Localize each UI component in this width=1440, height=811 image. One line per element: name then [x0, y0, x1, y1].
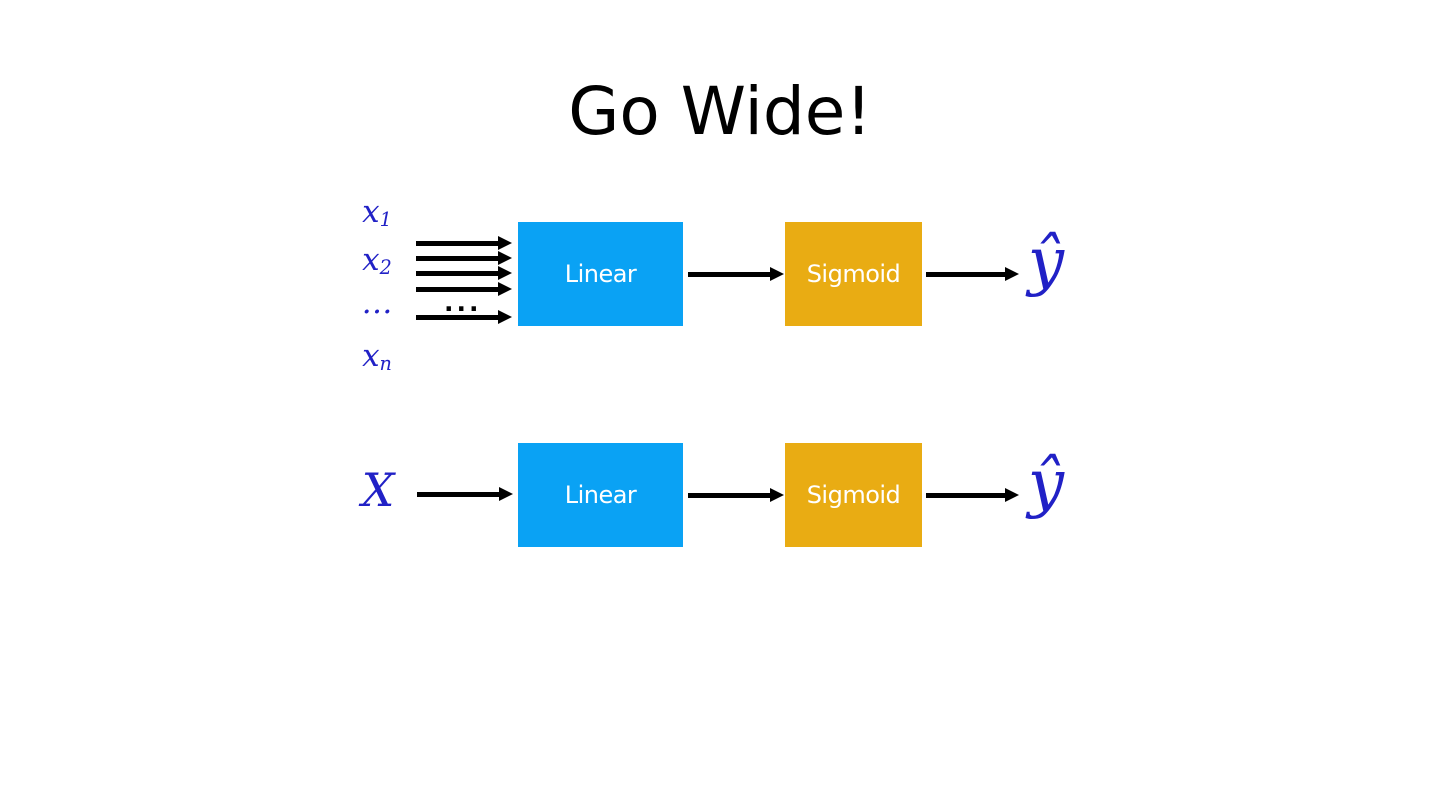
- input-label-x1: x1: [349, 194, 405, 232]
- arrowhead-icon: [499, 487, 513, 501]
- input-label-ellipsis: …: [349, 288, 405, 320]
- linear-box-matrix: Linear: [518, 443, 683, 547]
- input-label-x2-base: x: [362, 242, 380, 278]
- arrowhead-icon: [498, 282, 512, 296]
- arrowhead-icon: [498, 310, 512, 324]
- arrowhead-icon: [1005, 488, 1019, 502]
- arrowhead-icon: [1005, 267, 1019, 281]
- arrowhead-icon: [498, 236, 512, 250]
- input-label-ellipsis-base: …: [361, 285, 393, 321]
- arrow-linear-to-sigmoid-matrix: [688, 488, 784, 502]
- sigmoid-box-matrix: Sigmoid: [785, 443, 922, 547]
- input-arrow-5-shaft: [416, 314, 498, 320]
- linear-box-wide: Linear: [518, 222, 683, 326]
- sigmoid-box-matrix-label: Sigmoid: [806, 481, 901, 509]
- input-label-xn-sub: n: [379, 352, 392, 376]
- input-label-xn: xn: [349, 338, 405, 376]
- input-arrow-4: [416, 282, 512, 296]
- input-label-matrix: X: [361, 463, 395, 517]
- arrowhead-icon: [770, 267, 784, 281]
- input-arrow-1: [416, 236, 512, 250]
- sigmoid-box-wide: Sigmoid: [785, 222, 922, 326]
- arrow-input-to-linear-matrix: [417, 487, 513, 501]
- input-arrow-1-shaft: [416, 240, 498, 246]
- input-arrow-5: [416, 310, 512, 324]
- arrow-sigmoid-to-output-wide: [926, 267, 1019, 281]
- linear-box-wide-label: Linear: [564, 260, 637, 288]
- input-arrow-3-shaft: [416, 270, 498, 276]
- input-label-x2: x2: [349, 242, 405, 280]
- input-label-x1-sub: 1: [379, 208, 392, 232]
- output-label-wide: ŷ: [1027, 225, 1065, 299]
- arrow-shaft: [926, 492, 1005, 498]
- input-arrow-4-shaft: [416, 286, 498, 292]
- ellipsis-dots: ...: [444, 288, 482, 317]
- arrow-linear-to-sigmoid-wide: [688, 267, 784, 281]
- arrowhead-icon: [770, 488, 784, 502]
- sigmoid-box-wide-label: Sigmoid: [806, 260, 901, 288]
- output-label-matrix: ŷ: [1027, 447, 1065, 521]
- input-label-x1-base: x: [362, 194, 380, 230]
- arrow-sigmoid-to-output-matrix: [926, 488, 1019, 502]
- arrow-shaft: [688, 271, 770, 277]
- slide-title: Go Wide!: [568, 73, 872, 150]
- linear-box-matrix-label: Linear: [564, 481, 637, 509]
- input-arrow-2-shaft: [416, 255, 498, 261]
- input-arrow-3: [416, 266, 512, 280]
- arrowhead-icon: [498, 251, 512, 265]
- input-arrow-2: [416, 251, 512, 265]
- arrow-shaft: [417, 491, 499, 497]
- arrow-shaft: [926, 271, 1005, 277]
- arrow-shaft: [688, 492, 770, 498]
- input-label-xn-base: x: [362, 338, 380, 374]
- input-label-x2-sub: 2: [379, 256, 392, 280]
- arrowhead-icon: [498, 266, 512, 280]
